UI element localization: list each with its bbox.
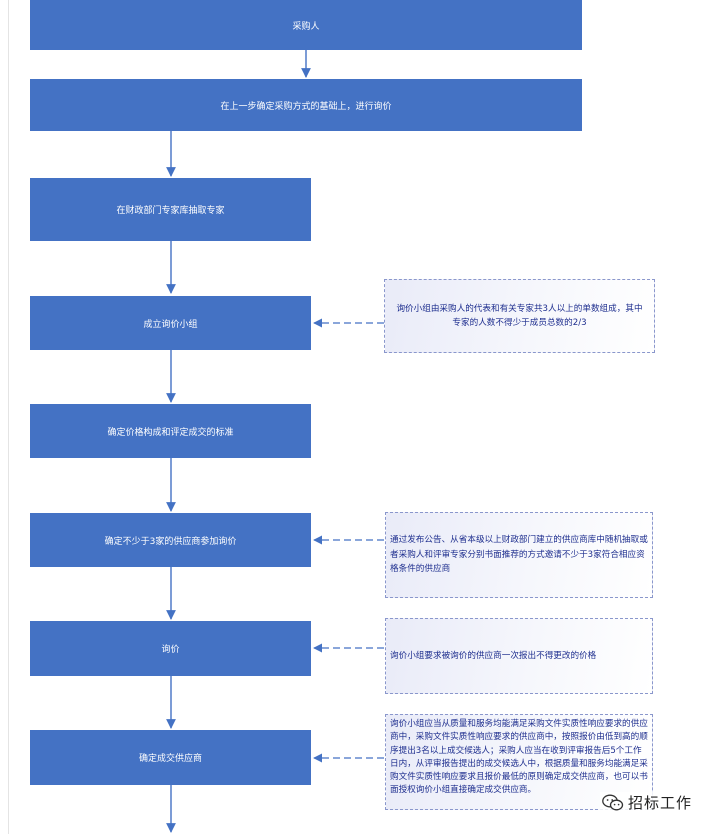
note-one-time-quote-text: 询价小组要求被询价的供应商一次报出不得更改的价格 xyxy=(390,650,597,661)
note-panel-composition-text: 询价小组由采购人的代表和有关专家共3人以上的单数组成，其中专家的人数不得少于成员… xyxy=(396,303,643,329)
wechat-icon xyxy=(602,794,624,810)
step-purchaser: 采购人 xyxy=(30,0,582,50)
step-form-panel: 成立询价小组 xyxy=(30,296,311,350)
note-panel-composition: 询价小组由采购人的代表和有关专家共3人以上的单数组成，其中专家的人数不得少于成员… xyxy=(384,279,655,353)
step-select-suppliers: 确定不少于3家的供应商参加询价 xyxy=(30,513,311,567)
step-inquiry-basis: 在上一步确定采购方式的基础上，进行询价 xyxy=(30,79,582,131)
step-inquiry: 询价 xyxy=(30,621,311,676)
watermark: 招标工作 xyxy=(600,792,695,813)
note-supplier-invitation-text: 通过发布公告、从省本级以上财政部门建立的供应商库中随机抽取或者采购人和评审专家分… xyxy=(390,535,648,575)
step-determine-supplier: 确定成交供应商 xyxy=(30,730,311,785)
note-supplier-determination: 询价小组应当从质量和服务均能满足采购文件实质性响应要求的供应商中，采购文件实质性… xyxy=(385,714,653,810)
step-price-criteria: 确定价格构成和评定成交的标准 xyxy=(30,404,311,458)
note-supplier-determination-text: 询价小组应当从质量和服务均能满足采购文件实质性响应要求的供应商中，采购文件实质性… xyxy=(390,719,648,796)
watermark-text: 招标工作 xyxy=(628,794,693,812)
page-left-rule xyxy=(8,0,9,834)
note-one-time-quote: 询价小组要求被询价的供应商一次报出不得更改的价格 xyxy=(385,618,653,694)
note-supplier-invitation: 通过发布公告、从省本级以上财政部门建立的供应商库中随机抽取或者采购人和评审专家分… xyxy=(385,512,653,598)
step-draw-experts: 在财政部门专家库抽取专家 xyxy=(30,178,311,241)
